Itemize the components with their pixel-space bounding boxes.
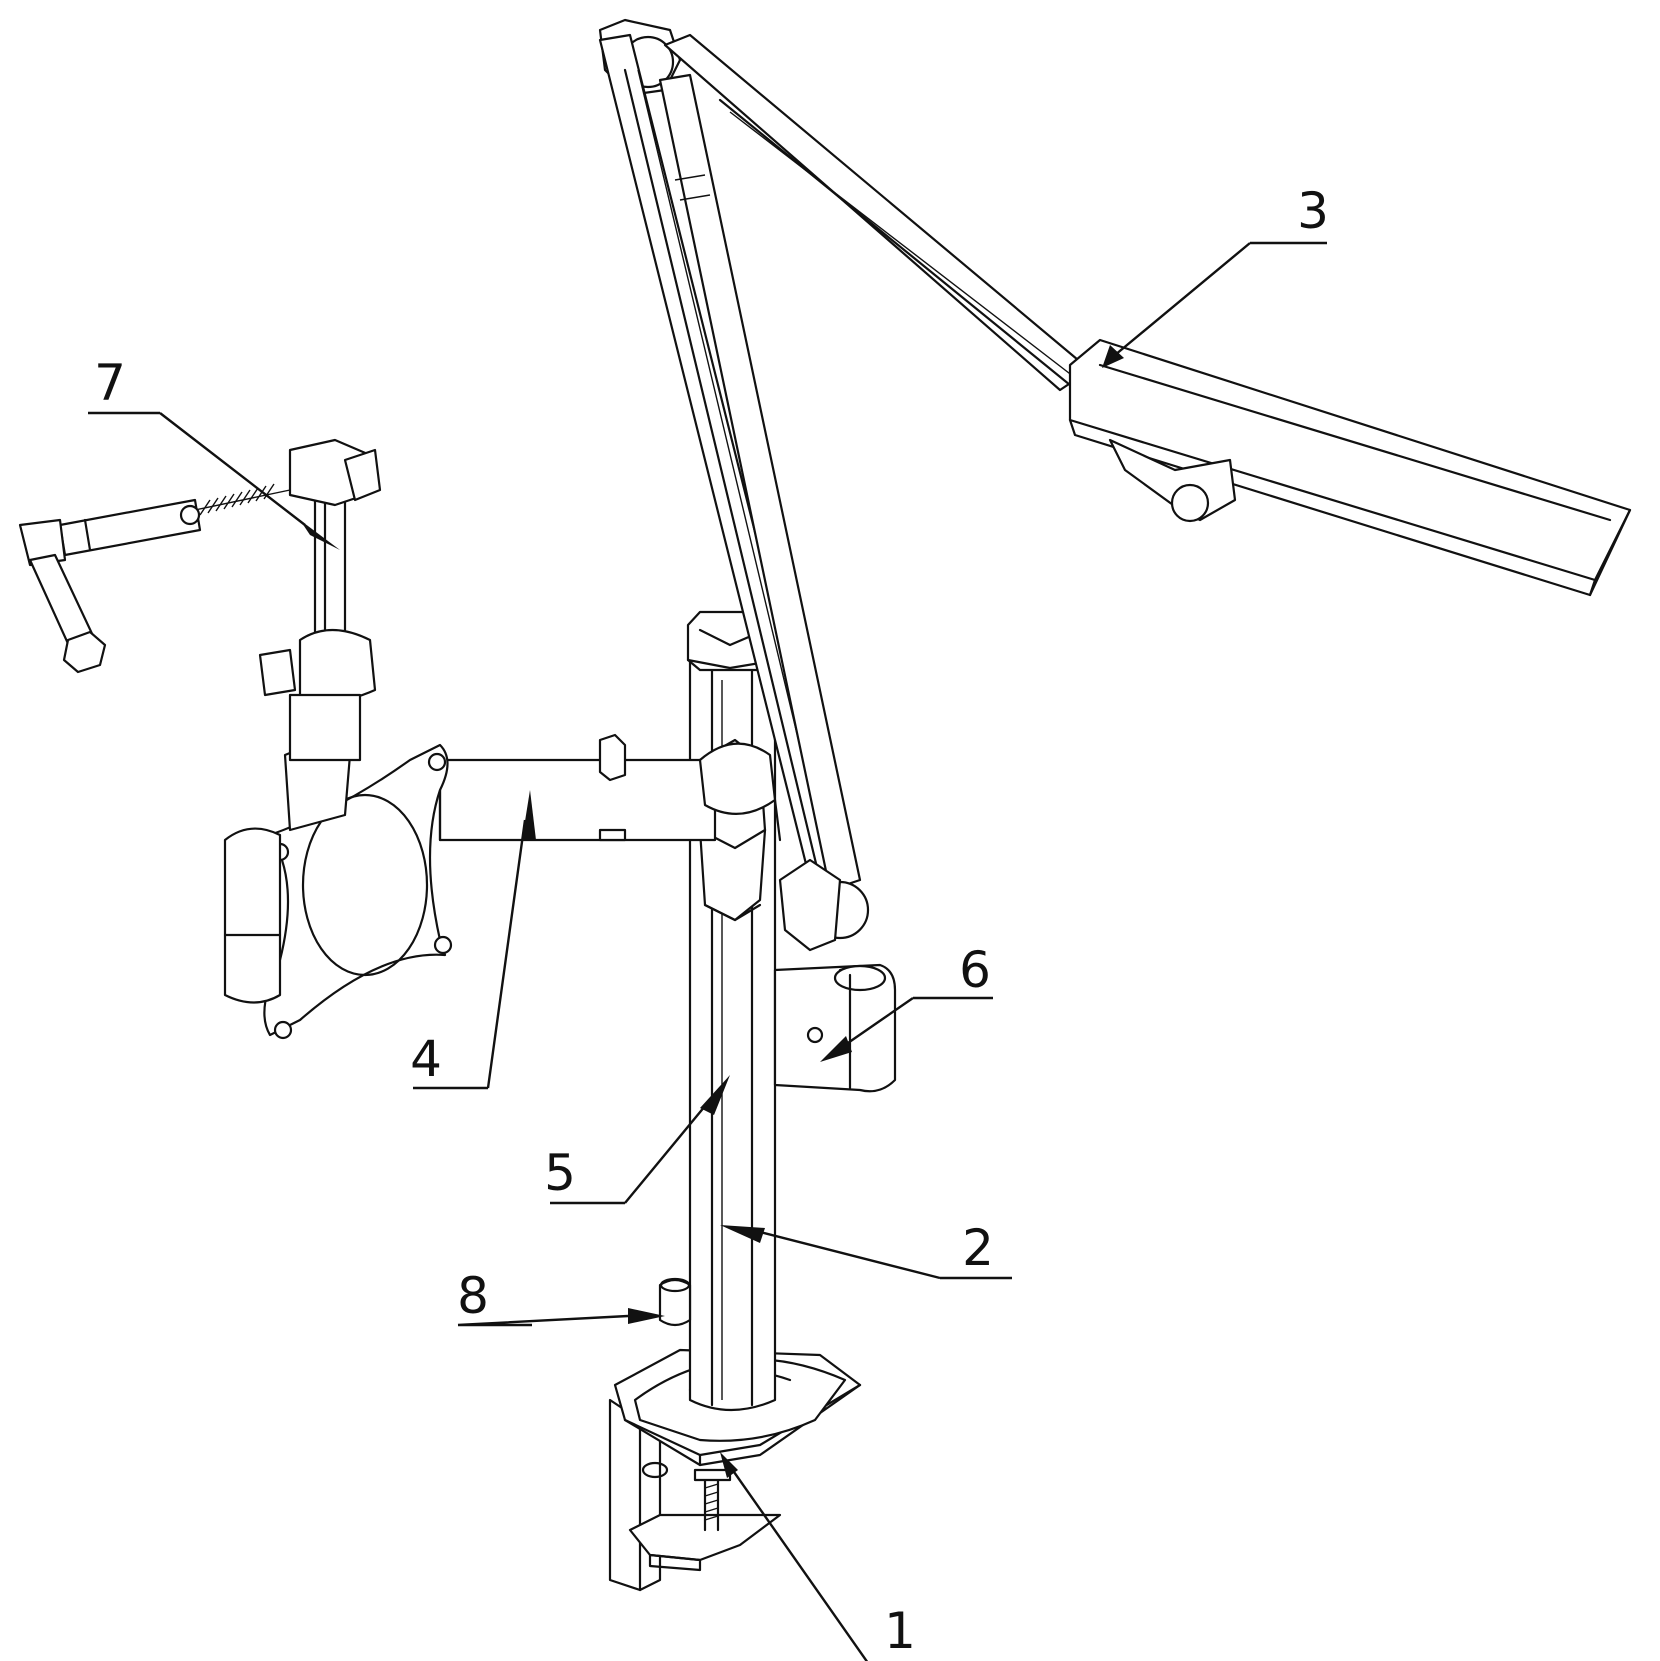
callout-labels: 1 2 3 4 5 6 7 8 (94, 182, 1329, 1660)
callout-4: 4 (410, 1030, 442, 1088)
callout-leaders (88, 241, 1327, 1661)
pole-clamp-collar (773, 963, 897, 1093)
lamp-arm (598, 18, 1632, 952)
callout-3: 3 (1297, 182, 1329, 240)
main-pole (658, 610, 780, 1412)
callout-2: 2 (962, 1219, 994, 1277)
callout-5: 5 (544, 1144, 576, 1202)
callout-8: 8 (457, 1267, 489, 1325)
articulated-arm (18, 438, 382, 762)
monitor-arm (223, 733, 782, 1040)
callout-1: 1 (884, 1602, 916, 1660)
callout-7: 7 (94, 354, 126, 412)
callout-6: 6 (959, 941, 991, 999)
